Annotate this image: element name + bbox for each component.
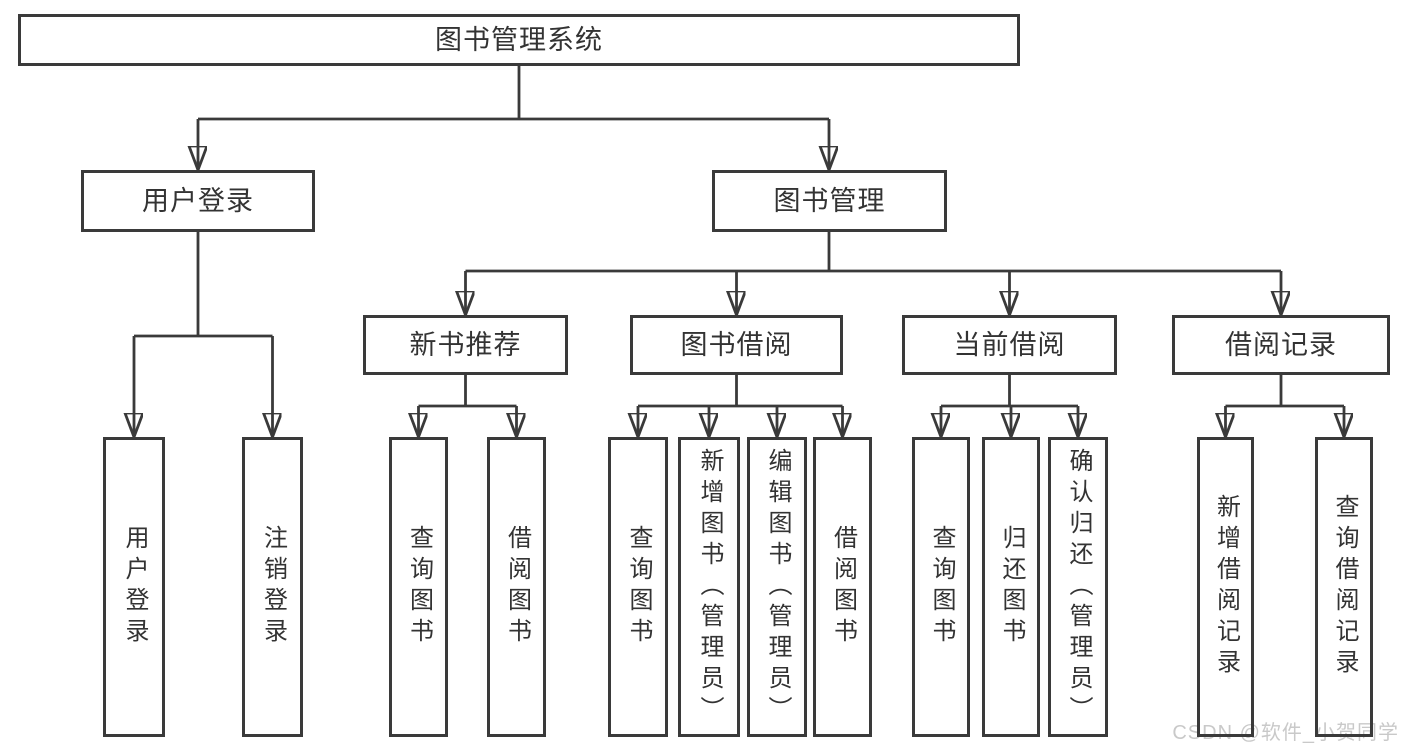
node-new-book-recommendation: 新书推荐 — [363, 315, 568, 375]
leaf-bb-edit-books-admin: 编辑图书（管理员） — [747, 437, 807, 737]
node-user-login: 用户登录 — [81, 170, 315, 232]
leaf-logout: 注销登录 — [242, 437, 303, 737]
connector-user-login — [134, 232, 273, 437]
connector-root — [198, 66, 829, 170]
node-book-borrowing: 图书借阅 — [630, 315, 843, 375]
node-book-management: 图书管理 — [712, 170, 947, 232]
leaf-br-query-record-label: 查询借阅记录 — [1331, 494, 1358, 680]
leaf-br-add-record: 新增借阅记录 — [1197, 437, 1254, 737]
leaf-cb-confirm-return-admin-label: 确认归还（管理员） — [1065, 447, 1092, 727]
leaf-cb-confirm-return-admin: 确认归还（管理员） — [1048, 437, 1108, 737]
csdn-watermark: CSDN @软件_小贺同学 — [1172, 722, 1399, 744]
leaf-bb-query-books-label: 查询图书 — [625, 525, 652, 649]
leaf-bb-edit-books-admin-label: 编辑图书（管理员） — [764, 447, 791, 727]
leaf-nb-query-books-label: 查询图书 — [405, 525, 433, 649]
connector-book-management — [466, 232, 1282, 315]
leaf-cb-return-books: 归还图书 — [982, 437, 1040, 737]
connector-new-books — [419, 375, 517, 437]
connector-current-borrowing — [941, 375, 1078, 437]
leaf-logout-label: 注销登录 — [259, 525, 287, 649]
leaf-bb-add-books-admin-label: 新增图书（管理员） — [696, 447, 723, 727]
leaf-bb-query-books: 查询图书 — [608, 437, 668, 737]
leaf-bb-borrow-books: 借阅图书 — [813, 437, 872, 737]
leaf-bb-add-books-admin: 新增图书（管理员） — [678, 437, 740, 737]
leaf-cb-return-books-label: 归还图书 — [998, 525, 1025, 649]
leaf-nb-query-books: 查询图书 — [389, 437, 448, 737]
connector-borrowing-records — [1226, 375, 1345, 437]
leaf-br-add-record-label: 新增借阅记录 — [1212, 494, 1240, 680]
leaf-cb-query-books-label: 查询图书 — [928, 525, 955, 649]
node-current-borrowing: 当前借阅 — [902, 315, 1117, 375]
leaf-nb-borrow-books-label: 借阅图书 — [503, 525, 531, 649]
node-root-system: 图书管理系统 — [18, 14, 1020, 66]
node-borrowing-records: 借阅记录 — [1172, 315, 1390, 375]
leaf-br-query-record: 查询借阅记录 — [1315, 437, 1373, 737]
leaf-user-login-label: 用户登录 — [121, 525, 148, 649]
leaf-cb-query-books: 查询图书 — [912, 437, 970, 737]
connector-book-borrowing — [638, 375, 843, 437]
leaf-bb-borrow-books-label: 借阅图书 — [829, 525, 857, 649]
leaf-user-login: 用户登录 — [103, 437, 165, 737]
leaf-nb-borrow-books: 借阅图书 — [487, 437, 546, 737]
